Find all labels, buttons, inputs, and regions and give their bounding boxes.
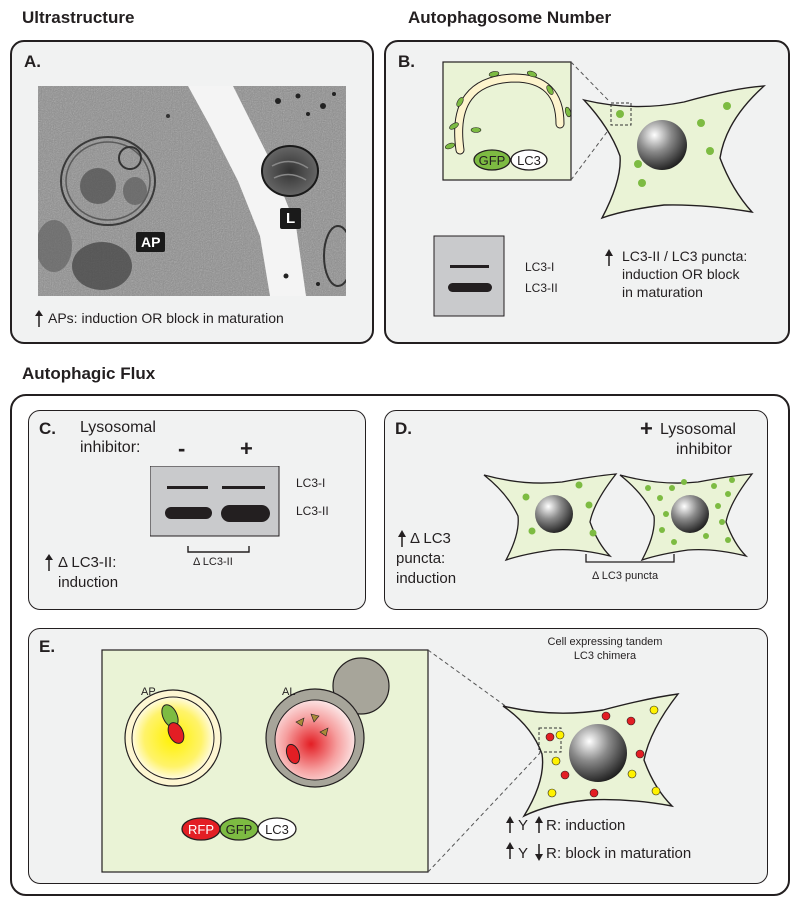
panel-b-caption-line1: LC3-II / LC3 puncta: bbox=[622, 248, 748, 264]
section-title-autophagic-flux: Autophagic Flux bbox=[22, 364, 156, 383]
legend-line1-r: R bbox=[546, 817, 557, 834]
panel-d-inhibitor-line1: Lysosomal bbox=[660, 421, 736, 438]
panel-d-label: D. bbox=[395, 419, 412, 438]
legend-line2-r: R bbox=[546, 845, 557, 862]
section-title-autophagosome-number: Autophagosome Number bbox=[408, 8, 612, 27]
panel-e-ap-label: AP bbox=[141, 686, 156, 698]
panel-d-caption3: induction bbox=[396, 570, 457, 587]
panel-d-delta-label: Δ LC3 puncta bbox=[592, 570, 659, 582]
panel-a-caption: APs: induction OR block in maturation bbox=[48, 310, 284, 326]
panel-c-caption2: induction bbox=[58, 574, 119, 591]
panel-c-delta-label: Δ LC3-II bbox=[193, 556, 233, 568]
panel-d-plus: + bbox=[640, 416, 653, 441]
legend-line1-text: : induction bbox=[557, 817, 626, 834]
legend-line2-text: : block in maturation bbox=[557, 845, 692, 862]
panel-e-cell-caption2: LC3 chimera bbox=[573, 650, 637, 662]
panel-c-caption1: Δ LC3-II: bbox=[58, 554, 117, 571]
panel-b-band2: LC3-II bbox=[525, 281, 558, 295]
gfp-label: GFP bbox=[226, 822, 253, 837]
electron-micrograph bbox=[38, 86, 346, 296]
panel-c-inhibitor-line2: inhibitor: bbox=[80, 439, 141, 456]
section-title-ultrastructure: Ultrastructure bbox=[22, 8, 135, 27]
panel-c-blot bbox=[150, 466, 280, 553]
panel-e-diagram: RFP GFP LC3 bbox=[101, 649, 680, 873]
ap-tag: AP bbox=[136, 232, 166, 252]
rfp-label: RFP bbox=[188, 822, 214, 837]
panel-d-diagram bbox=[398, 473, 754, 563]
lc3-label: LC3 bbox=[265, 822, 289, 837]
up-arrow-icon bbox=[45, 554, 53, 571]
panel-e-al-label: AL bbox=[282, 686, 296, 698]
legend-line1-y: Y bbox=[518, 817, 529, 834]
panel-e-cell-caption1: Cell expressing tandem bbox=[547, 636, 663, 648]
lc3-label: LC3 bbox=[517, 153, 541, 168]
gfp-label: GFP bbox=[479, 153, 506, 168]
panel-d-inhibitor-line2: inhibitor bbox=[676, 441, 733, 458]
panel-a: A. AP bbox=[10, 40, 374, 344]
panel-e-label: E. bbox=[39, 637, 56, 656]
panel-c-plus: + bbox=[240, 436, 253, 461]
legend-line2-y: Y bbox=[518, 845, 529, 862]
panel-c-minus: - bbox=[178, 436, 186, 461]
panel-d-caption2: puncta: bbox=[396, 550, 446, 567]
l-tag: L bbox=[280, 208, 302, 229]
up-arrow-icon bbox=[35, 310, 43, 327]
panel-c-inhibitor-line1: Lysosomal bbox=[80, 419, 156, 436]
panel-d-caption1: Δ LC3 bbox=[410, 530, 451, 547]
panel-b-label: B. bbox=[398, 52, 415, 71]
panel-b-caption-line2: induction OR block bbox=[622, 266, 740, 282]
panel-b-band1: LC3-I bbox=[525, 260, 554, 274]
panel-c-band1: LC3-I bbox=[296, 476, 326, 490]
panel-c-label: C. bbox=[39, 419, 56, 438]
panel-b-caption-line3: in maturation bbox=[622, 284, 703, 300]
panel-b-diagram: GFP LC3 LC3-I LC3-II bbox=[433, 61, 766, 317]
panel-c-band2: LC3-II bbox=[296, 504, 329, 518]
panel-a-label: A. bbox=[24, 52, 41, 71]
